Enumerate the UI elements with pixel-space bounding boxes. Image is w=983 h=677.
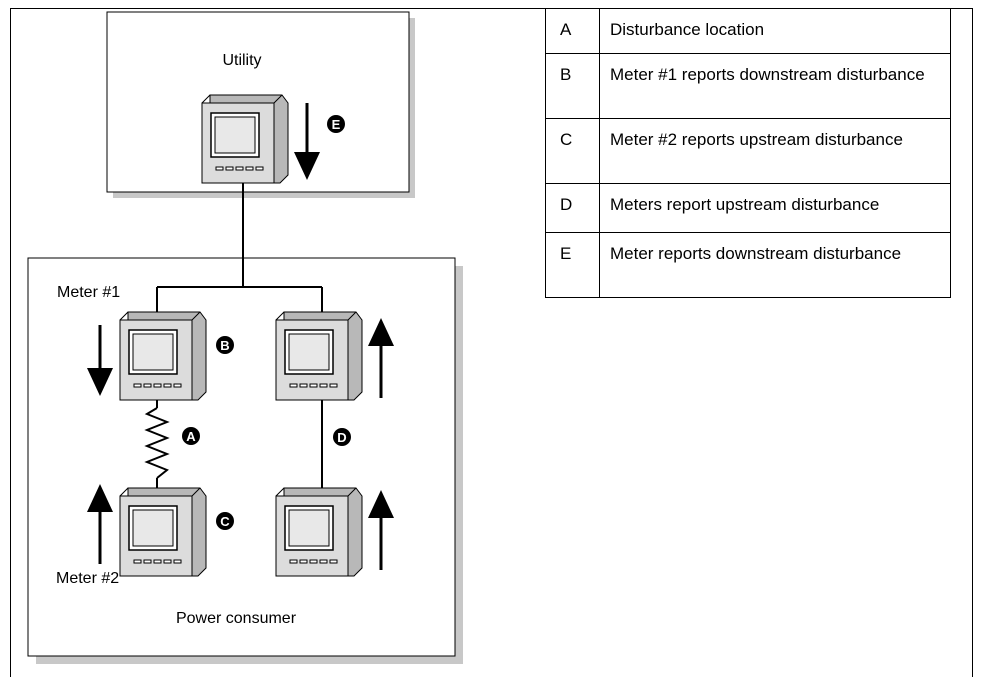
callout-e: E <box>327 115 345 133</box>
legend-key: C <box>545 118 600 184</box>
legend-text: Meters report upstream disturbance <box>599 183 951 233</box>
legend-text: Disturbance location <box>599 8 951 54</box>
legend-row: C Meter #2 reports upstream disturbance <box>545 118 951 184</box>
meter-1-label: Meter #1 <box>57 284 120 301</box>
legend-key: E <box>545 232 600 298</box>
arrow-up-icon <box>368 490 394 518</box>
page-frame <box>10 8 973 677</box>
legend-text: Meter #1 reports downstream disturbance <box>599 53 951 119</box>
consumer-box <box>27 257 456 657</box>
utility-meter <box>201 94 289 184</box>
legend-key: B <box>545 53 600 119</box>
svg-text:E: E <box>332 117 341 132</box>
callout-a: A <box>182 427 200 445</box>
arrow-up-icon <box>368 318 394 346</box>
legend-key: D <box>545 183 600 233</box>
callout-b: B <box>216 336 234 354</box>
legend-table: A Disturbance location B Meter #1 report… <box>545 8 951 298</box>
utility-label: Utility <box>222 52 261 69</box>
callout-c: C <box>216 512 234 530</box>
legend-text: Meter reports downstream disturbance <box>599 232 951 298</box>
meter-2 <box>119 487 207 577</box>
legend-row: A Disturbance location <box>545 8 951 54</box>
consumer-label: Power consumer <box>176 610 297 627</box>
svg-text:D: D <box>337 430 346 445</box>
legend-row: E Meter reports downstream disturbance <box>545 232 951 298</box>
wiring <box>156 178 323 493</box>
callout-d: D <box>333 428 351 446</box>
disturbance-zigzag <box>144 407 170 479</box>
arrow-up-icon <box>87 484 113 512</box>
meter-4 <box>275 487 363 577</box>
meter-1 <box>119 311 207 401</box>
legend-text: Meter #2 reports upstream disturbance <box>599 118 951 184</box>
svg-text:C: C <box>220 514 230 529</box>
svg-text:A: A <box>186 429 196 444</box>
arrow-down-icon <box>87 368 113 396</box>
meter-2-label: Meter #2 <box>56 570 119 587</box>
legend-row: D Meters report upstream disturbance <box>545 183 951 233</box>
legend-key: A <box>545 8 600 54</box>
legend-row: B Meter #1 reports downstream disturbanc… <box>545 53 951 119</box>
svg-text:B: B <box>220 338 229 353</box>
arrows <box>87 103 394 570</box>
arrow-down-icon <box>294 152 320 180</box>
meter-3 <box>275 311 363 401</box>
